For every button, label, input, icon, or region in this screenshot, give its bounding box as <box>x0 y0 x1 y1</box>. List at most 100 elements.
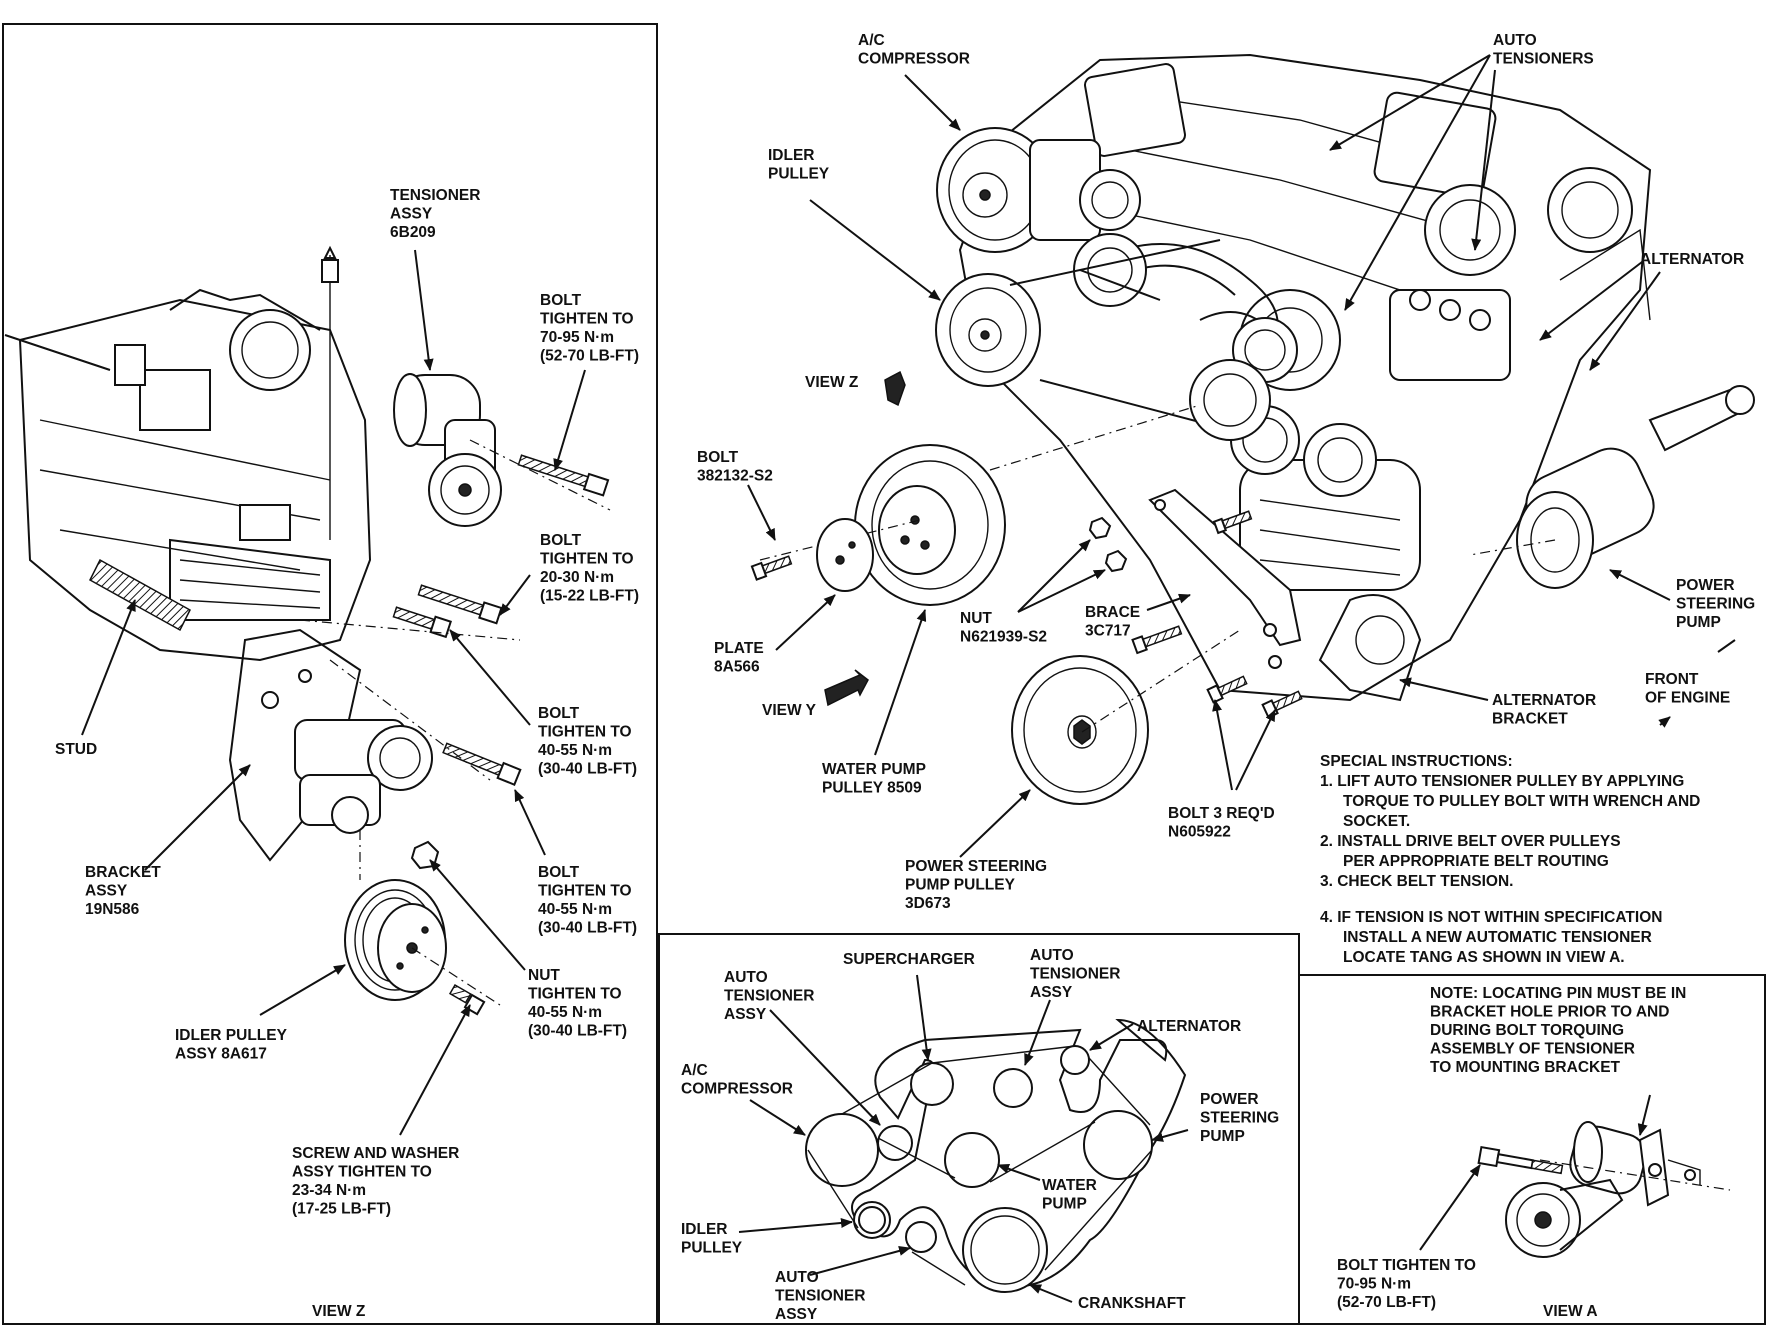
nut-label-line: N621939-S2 <box>960 629 1047 646</box>
view-z-leaders <box>81 249 586 1136</box>
bolt-20-30-label-line: BOLT <box>540 532 582 549</box>
stud-label-line: STUD <box>55 741 97 758</box>
belt-crankshaft-pulley <box>962 1207 1048 1293</box>
bolt-3-reqd-a <box>1206 675 1248 704</box>
belt-ac-compressor-label-line: A/C <box>681 1062 708 1079</box>
nut-lower <box>1104 549 1128 573</box>
view-z-panel-frame <box>2 23 658 1325</box>
bolt-20-30 <box>417 584 503 625</box>
engine-assembly-drawing <box>958 53 1652 702</box>
stud-label: STUD <box>55 741 97 758</box>
alternator-drawing <box>1189 359 1421 591</box>
special-instructions-heading: SPECIAL INSTRUCTIONS: <box>1320 753 1513 770</box>
special-instructions-line-4: 2. INSTALL DRIVE BELT OVER PULLEYS <box>1320 833 1621 850</box>
nut-40-55-label-line: NUT <box>528 967 560 984</box>
bolt-70-95 <box>517 454 610 497</box>
brace-bolt <box>1131 625 1183 655</box>
screw-washer-label-line: ASSY TIGHTEN TO <box>292 1164 432 1181</box>
bracket-assy-label-line: 19N586 <box>85 901 140 918</box>
belt-auto-tensioner-bottom-label-line: AUTO <box>775 1269 819 1286</box>
belt-power-steering-label-line: PUMP <box>1200 1128 1245 1145</box>
bolt-40-55-upper-label-line: TIGHTEN TO <box>538 724 632 741</box>
belt-crankshaft-label: CRANKSHAFT <box>1078 1295 1186 1312</box>
view-a-note-line: DURING BOLT TORQUING <box>1430 1022 1624 1039</box>
alternator-label-line: ALTERNATOR <box>1640 251 1744 268</box>
tensioner-assy-label-line: 6B209 <box>390 224 436 241</box>
belt-power-steering-pulley <box>1083 1110 1153 1180</box>
view-a-note-line: TO MOUNTING BRACKET <box>1430 1059 1621 1076</box>
panel-frames <box>2 23 1766 1325</box>
bolt-40-55-lower <box>442 742 522 786</box>
bolt-70-95-label-line: (52-70 LB-FT) <box>540 348 639 365</box>
belt-auto-tensioner-top-label-line: ASSY <box>1030 984 1073 1001</box>
view-a-note-line: ASSEMBLY OF TENSIONER <box>1430 1041 1635 1058</box>
belt-power-steering-label-line: POWER <box>1200 1091 1259 1108</box>
nut-40-55-label-line: TIGHTEN TO <box>528 986 622 1003</box>
water-pump-pulley-label-line: WATER PUMP <box>822 761 926 778</box>
water-pump-pulley-label: WATER PUMP PULLEY 8509 <box>822 761 926 797</box>
brace-label-line: 3C717 <box>1085 623 1131 640</box>
view-z-idler-pulley <box>344 830 501 1006</box>
belt-auto-tensioner-left-pulley <box>877 1125 913 1161</box>
alternator-label: ALTERNATOR <box>1640 251 1744 268</box>
plate-label-line: PLATE <box>714 640 764 657</box>
ac-compressor-label-line: A/C <box>858 32 885 49</box>
belt-auto-tensioner-top-pulley <box>993 1068 1033 1108</box>
view-a-drawing <box>1419 1094 1731 1258</box>
bolt-20-30-label-line: TIGHTEN TO <box>540 551 634 568</box>
belt-idler-pulley-label-line: PULLEY <box>681 1240 743 1257</box>
tensioner-assy-label-line: TENSIONER <box>390 187 480 204</box>
bolt-20-30-label-line: 20-30 N·m <box>540 569 614 586</box>
bracket-assy-label-line: BRACKET <box>85 864 161 881</box>
view-a-note-line: NOTE: LOCATING PIN MUST BE IN <box>1430 985 1686 1002</box>
belt-alternator-label-line: ALTERNATOR <box>1137 1018 1241 1035</box>
alternator-bracket-drawing <box>1318 594 1422 702</box>
nut-upper <box>1088 516 1112 540</box>
alternator-bracket-label-line: BRACKET <box>1492 711 1568 728</box>
ps-pump-pulley-label-line: PUMP PULLEY <box>905 877 1016 894</box>
view-a-bolt-label-line: 70-95 N·m <box>1337 1276 1411 1293</box>
screw-washer-label-line: SCREW AND WASHER <box>292 1145 459 1162</box>
water-pump-pulley-label-line: PULLEY 8509 <box>822 780 922 797</box>
belt-alternator-pulley <box>1060 1045 1090 1075</box>
front-of-engine-arrow <box>1658 639 1736 728</box>
view-y-label: VIEW Y <box>762 702 817 719</box>
special-instructions-line-1: 1. LIFT AUTO TENSIONER PULLEY BY APPLYIN… <box>1320 773 1684 790</box>
special-instructions-line-9: LOCATE TANG AS SHOWN IN VIEW A. <box>1343 949 1625 966</box>
power-steering-pump-label-line: PUMP <box>1676 614 1721 631</box>
belt-auto-tensioner-top-label-line: TENSIONER <box>1030 966 1120 983</box>
idler-pulley-label-line: PULLEY <box>768 166 830 183</box>
view-z-bracket-assy <box>228 628 433 862</box>
nut-40-55-label-line: (30-40 LB-FT) <box>528 1023 627 1040</box>
view-z-bolts <box>299 454 610 1016</box>
bolt-382132-label-line: BOLT <box>697 449 739 466</box>
view-z-caption: VIEW Z <box>312 1303 366 1320</box>
belt-auto-tensioner-bottom-label-line: TENSIONER <box>775 1288 865 1305</box>
belt-routing-leaders <box>738 974 1189 1303</box>
ac-compressor-label-line: COMPRESSOR <box>858 51 970 68</box>
ps-pump-pulley-label-line: 3D673 <box>905 895 951 912</box>
bolt-382132-s2 <box>750 555 793 581</box>
view-a-bolt-label-line: BOLT TIGHTEN TO <box>1337 1257 1476 1274</box>
special-instructions-line-2: TORQUE TO PULLEY BOLT WITH WRENCH AND <box>1343 793 1700 810</box>
belt-supercharger-pulley <box>910 1062 954 1106</box>
power-steering-pump-drawing <box>1469 385 1755 589</box>
brace-drawing <box>1148 488 1302 647</box>
belt-idler-pulley-label-line: IDLER <box>681 1221 728 1238</box>
front-of-engine-label-line: FRONT <box>1645 671 1699 688</box>
special-instructions-line-7: 4. IF TENSION IS NOT WITHIN SPECIFICATIO… <box>1320 909 1662 926</box>
belt-auto-tensioner-left-label-line: AUTO <box>724 969 768 986</box>
bolt-70-95-label-line: TIGHTEN TO <box>540 311 634 328</box>
